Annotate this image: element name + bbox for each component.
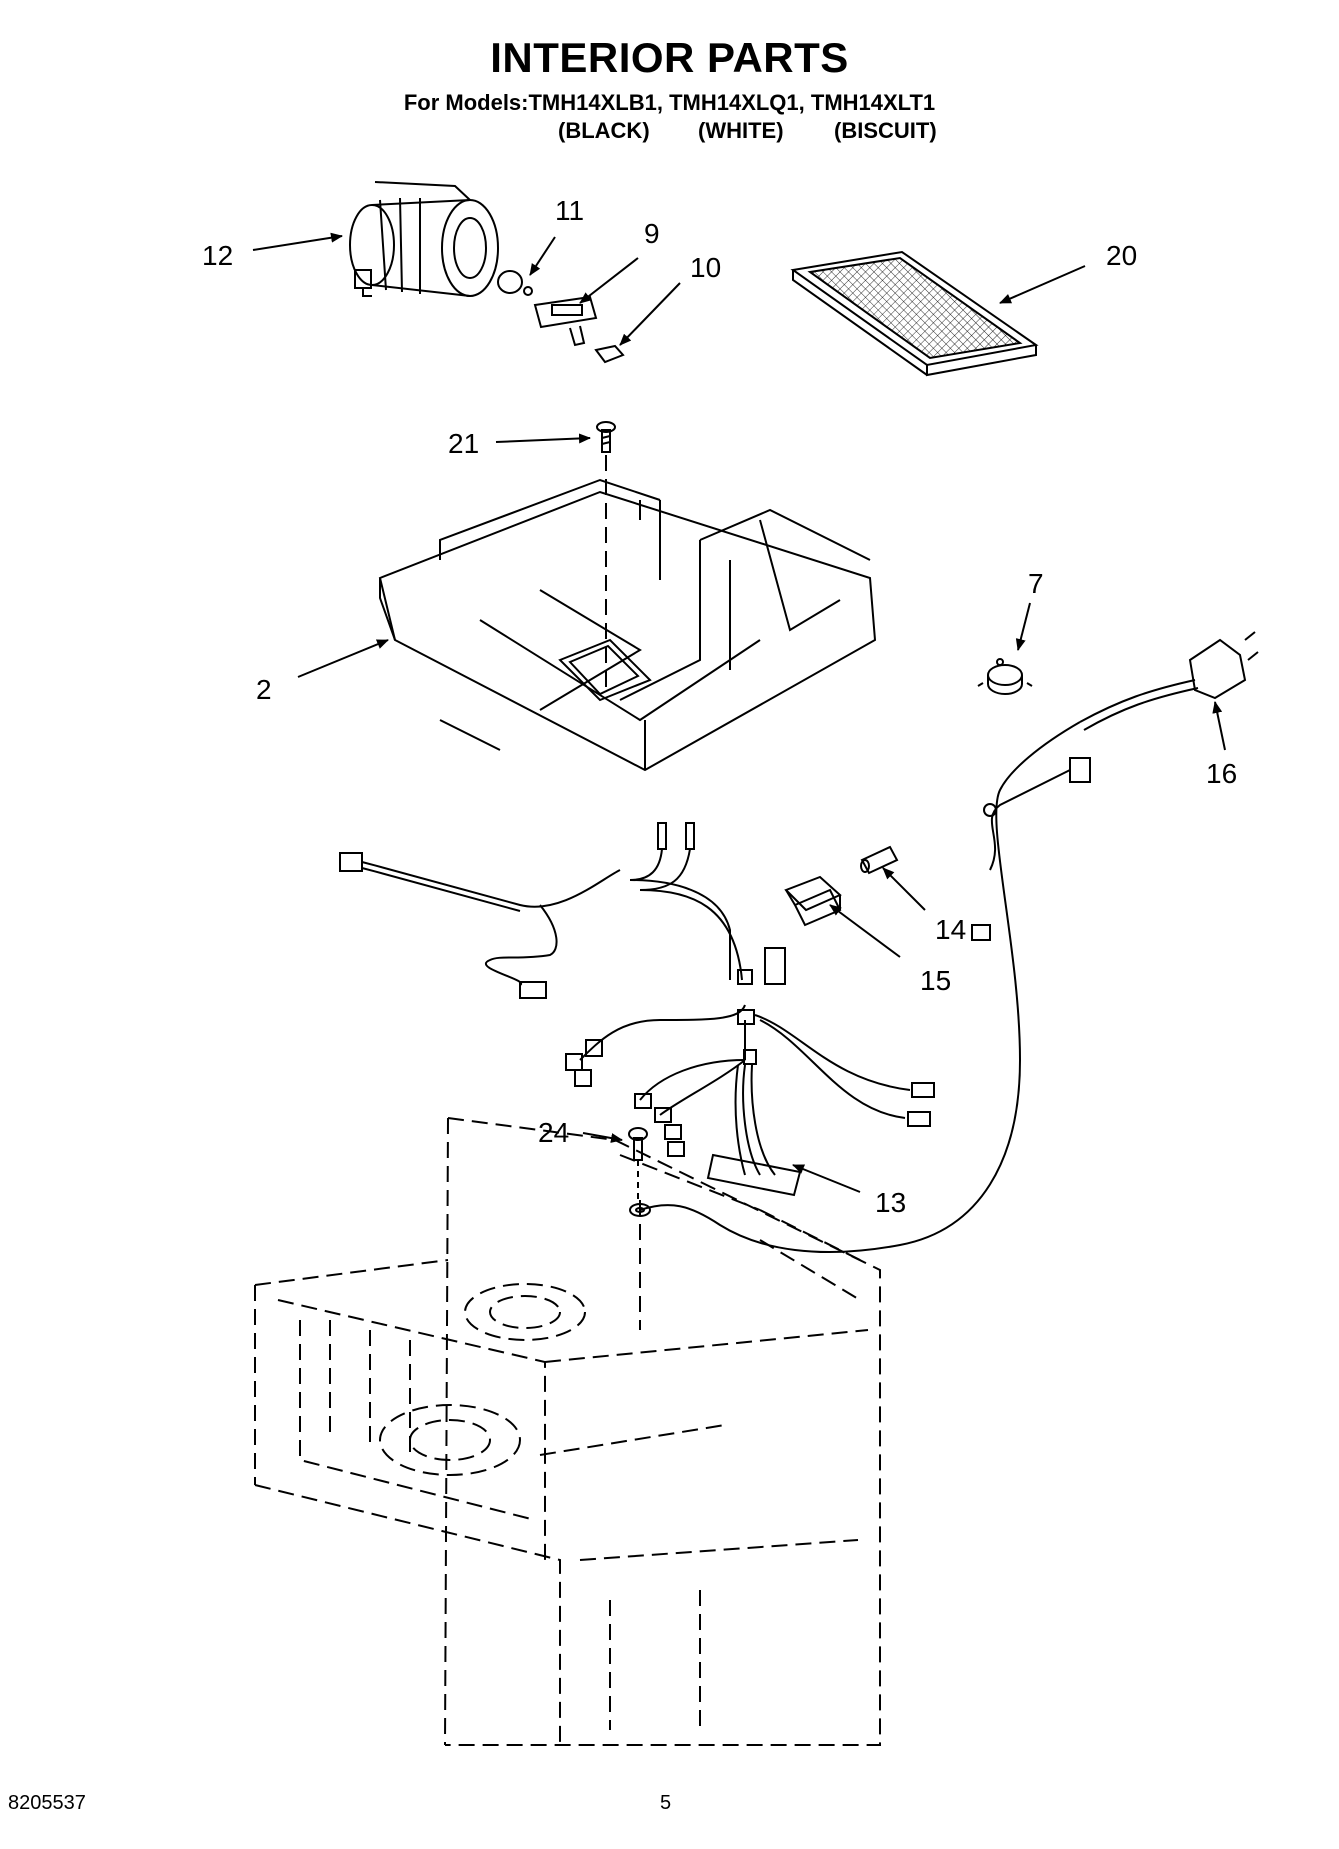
model-color-biscuit: (BISCUIT) [834, 118, 937, 143]
model-color-white: (WHITE) [698, 118, 784, 143]
callout-2: 2 [256, 674, 272, 705]
page-title: INTERIOR PARTS [490, 34, 849, 81]
callout-21: 21 [448, 428, 480, 459]
callout-12: 12 [202, 240, 234, 271]
wire-harness-part-13 [339, 822, 935, 1197]
callout-15: 15 [920, 965, 952, 996]
callout-10: 10 [690, 252, 722, 283]
models-line: For Models:TMH14XLB1, TMH14XLQ1, TMH14XL… [403, 90, 936, 115]
power-cord-part-16 [639, 631, 1259, 1253]
callout-14: 14 [935, 914, 967, 945]
thermostat-part-7 [977, 658, 1033, 695]
fuse-holder-part-15 [784, 875, 842, 927]
page-number: 5 [660, 1792, 672, 1814]
callout-13: 13 [875, 1187, 907, 1218]
model-color-black: (BLACK) [558, 118, 650, 143]
callout-9: 9 [644, 218, 660, 249]
callout-arrows [252, 232, 1226, 1193]
microwave-cavity-outline [254, 1117, 881, 1746]
document-number: 8205537 [8, 1792, 86, 1814]
callout-24: 24 [538, 1117, 570, 1148]
callout-11: 11 [555, 195, 585, 226]
callout-7: 7 [1028, 568, 1044, 599]
callout-20: 20 [1106, 240, 1138, 271]
fuse-part-14 [860, 845, 899, 875]
callout-16: 16 [1206, 758, 1238, 789]
switch-part-9 [533, 295, 598, 347]
clip-part-10 [594, 344, 625, 364]
screw-part-21 [596, 421, 616, 453]
base-plate-part-2 [378, 455, 877, 772]
blower-motor-part-12 [349, 181, 499, 297]
grease-filter-part-20 [790, 250, 1039, 377]
light-socket-part-11 [497, 270, 533, 296]
